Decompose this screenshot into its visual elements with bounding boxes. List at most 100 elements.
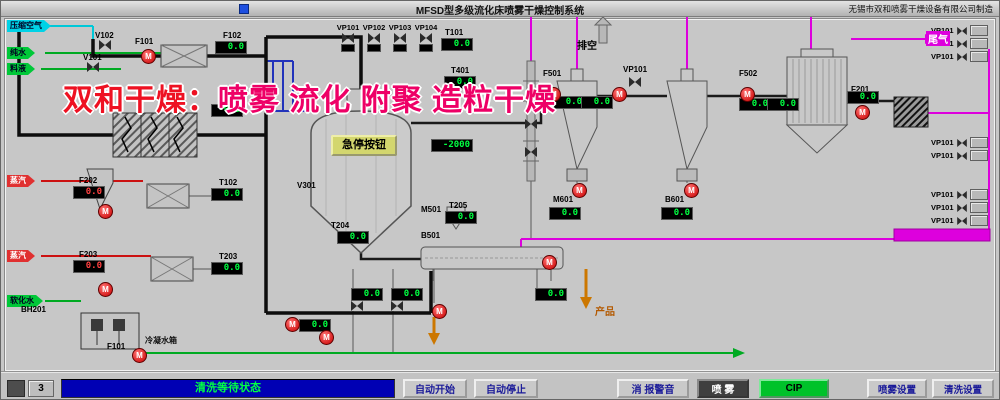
rotary-valve-2 (676, 168, 698, 182)
valve-actuator-box (969, 137, 988, 148)
diagram-text: 冷凝水箱 (145, 336, 177, 345)
emergency-stop-button[interactable]: 急停按钮 (331, 135, 397, 156)
pump-motor-icon[interactable]: M (684, 183, 699, 198)
diagram-text: 排空 (577, 41, 597, 52)
equipment-tag: T101 (445, 28, 464, 37)
valve-unit[interactable]: VP101 (335, 23, 361, 52)
valve-tag: VP101 (931, 138, 954, 147)
pump-motor-icon[interactable]: M (855, 105, 870, 120)
pump-motor-icon[interactable]: M (98, 204, 113, 219)
pump-motor-icon[interactable]: M (141, 49, 156, 64)
silencer-box (893, 96, 929, 128)
valve-tag: VP101 (931, 203, 954, 212)
valve-unit[interactable]: VP103 (387, 23, 413, 52)
footer-button[interactable]: 喷 雾 (697, 379, 749, 398)
pump-motor-icon[interactable]: M (546, 87, 561, 102)
valve-icon[interactable] (629, 77, 641, 87)
value-display: 0.0 (73, 186, 105, 199)
value-display: 0.0 (73, 260, 105, 273)
valve-icon[interactable] (391, 301, 403, 311)
valve-icon (956, 26, 967, 35)
equipment-tag: V102 (95, 31, 114, 40)
valve-icon (956, 138, 967, 147)
pump-motor-icon[interactable]: M (572, 183, 587, 198)
valve-actuator-box (969, 215, 988, 226)
valve-tag: VP104 (414, 23, 438, 32)
equipment-tag: T201 (219, 94, 238, 103)
valve-status-box (419, 44, 433, 52)
valve-unit[interactable]: VP104 (413, 23, 439, 52)
valve-tag: VP102 (362, 23, 386, 32)
agitator-motor-icon (91, 319, 103, 331)
valve-glyph (99, 40, 111, 50)
right-valve-row[interactable]: VP101 (931, 137, 988, 148)
pump-motor-icon[interactable]: M (612, 87, 627, 102)
value-display: 0.0 (211, 262, 243, 275)
feed-arrow-label: 料液 (7, 63, 35, 75)
right-valve-row[interactable]: VP101 (931, 189, 988, 200)
value-display: 0.0 (549, 207, 581, 220)
status-bar: 清洗等待状态 (61, 379, 395, 398)
right-valve-row[interactable]: VP101 (931, 51, 988, 62)
valve-icon[interactable] (99, 40, 111, 50)
footer-button[interactable]: 自动停止 (474, 379, 538, 398)
vent-stack (598, 24, 608, 44)
feed-arrow-label: 压缩空气 (7, 20, 51, 32)
valve-icon[interactable] (525, 147, 537, 157)
right-valve-row[interactable]: VP101 (931, 202, 988, 213)
right-valve-row[interactable]: VP101 (931, 150, 988, 161)
pump-motor-icon[interactable]: M (740, 87, 755, 102)
manufacturer-label: 无锡市双和喷雾干燥设备有限公司制造 (848, 4, 993, 14)
valve-tag: VP101 (931, 52, 954, 61)
valve-icon (956, 203, 967, 212)
valve-actuator-box (969, 189, 988, 200)
feed-arrow-label: 蒸汽 (7, 175, 35, 187)
footer-button[interactable]: 喷雾设置 (867, 379, 927, 398)
pump-motor-icon[interactable]: M (132, 348, 147, 363)
valve-tag: VP101 (931, 216, 954, 225)
value-display: 0.0 (444, 76, 476, 89)
valve-status-box (367, 44, 381, 52)
footer-button[interactable]: CIP (759, 379, 829, 398)
valve-icon[interactable] (87, 62, 99, 72)
value-display: -2000 (431, 139, 473, 152)
pump-motor-icon[interactable]: M (98, 282, 113, 297)
valve-glyph (351, 301, 363, 311)
footer-button[interactable]: 自动开始 (403, 379, 467, 398)
diagram-text: 尾气 (926, 31, 950, 46)
valve-icon[interactable] (525, 119, 537, 129)
valve-glyph (87, 62, 99, 72)
right-valve-row[interactable]: VP101 (931, 25, 988, 36)
equipment-tag: V301 (297, 181, 316, 190)
pump-motor-icon[interactable]: M (285, 317, 300, 332)
equipment-tag: F102 (223, 31, 242, 40)
pump-motor-icon[interactable]: M (432, 304, 447, 319)
footer-button[interactable]: 消 报警音 (617, 379, 689, 398)
valve-actuator-box (969, 202, 988, 213)
valve-tag: VP103 (388, 23, 412, 32)
valve-icon[interactable] (351, 301, 363, 311)
rotary-valve-1 (566, 168, 588, 182)
valve-icon (956, 216, 967, 225)
status-icon (7, 380, 25, 397)
valve-status-box (393, 44, 407, 52)
pump-motor-icon[interactable]: M (319, 330, 334, 345)
value-display: 0.0 (351, 288, 383, 301)
valve-tag: VP101 (931, 151, 954, 160)
pump-motor-icon[interactable]: M (542, 255, 557, 270)
page-indicator[interactable]: 3 (28, 380, 54, 397)
equipment-tag: T102 (219, 178, 238, 187)
equipment-tag: F202 (79, 176, 98, 185)
watermark-brand: 双和干燥： (63, 84, 218, 117)
valve-glyph (629, 77, 641, 87)
valve-unit[interactable]: VP102 (361, 23, 387, 52)
value-display: 0.0 (661, 207, 693, 220)
equipment-tag: VP101 (623, 65, 648, 74)
right-valve-row[interactable]: VP101 (931, 215, 988, 226)
equipment-tag: F502 (739, 69, 758, 78)
footer-button[interactable]: 清洗设置 (932, 379, 994, 398)
valve-tag: VP101 (931, 26, 954, 35)
